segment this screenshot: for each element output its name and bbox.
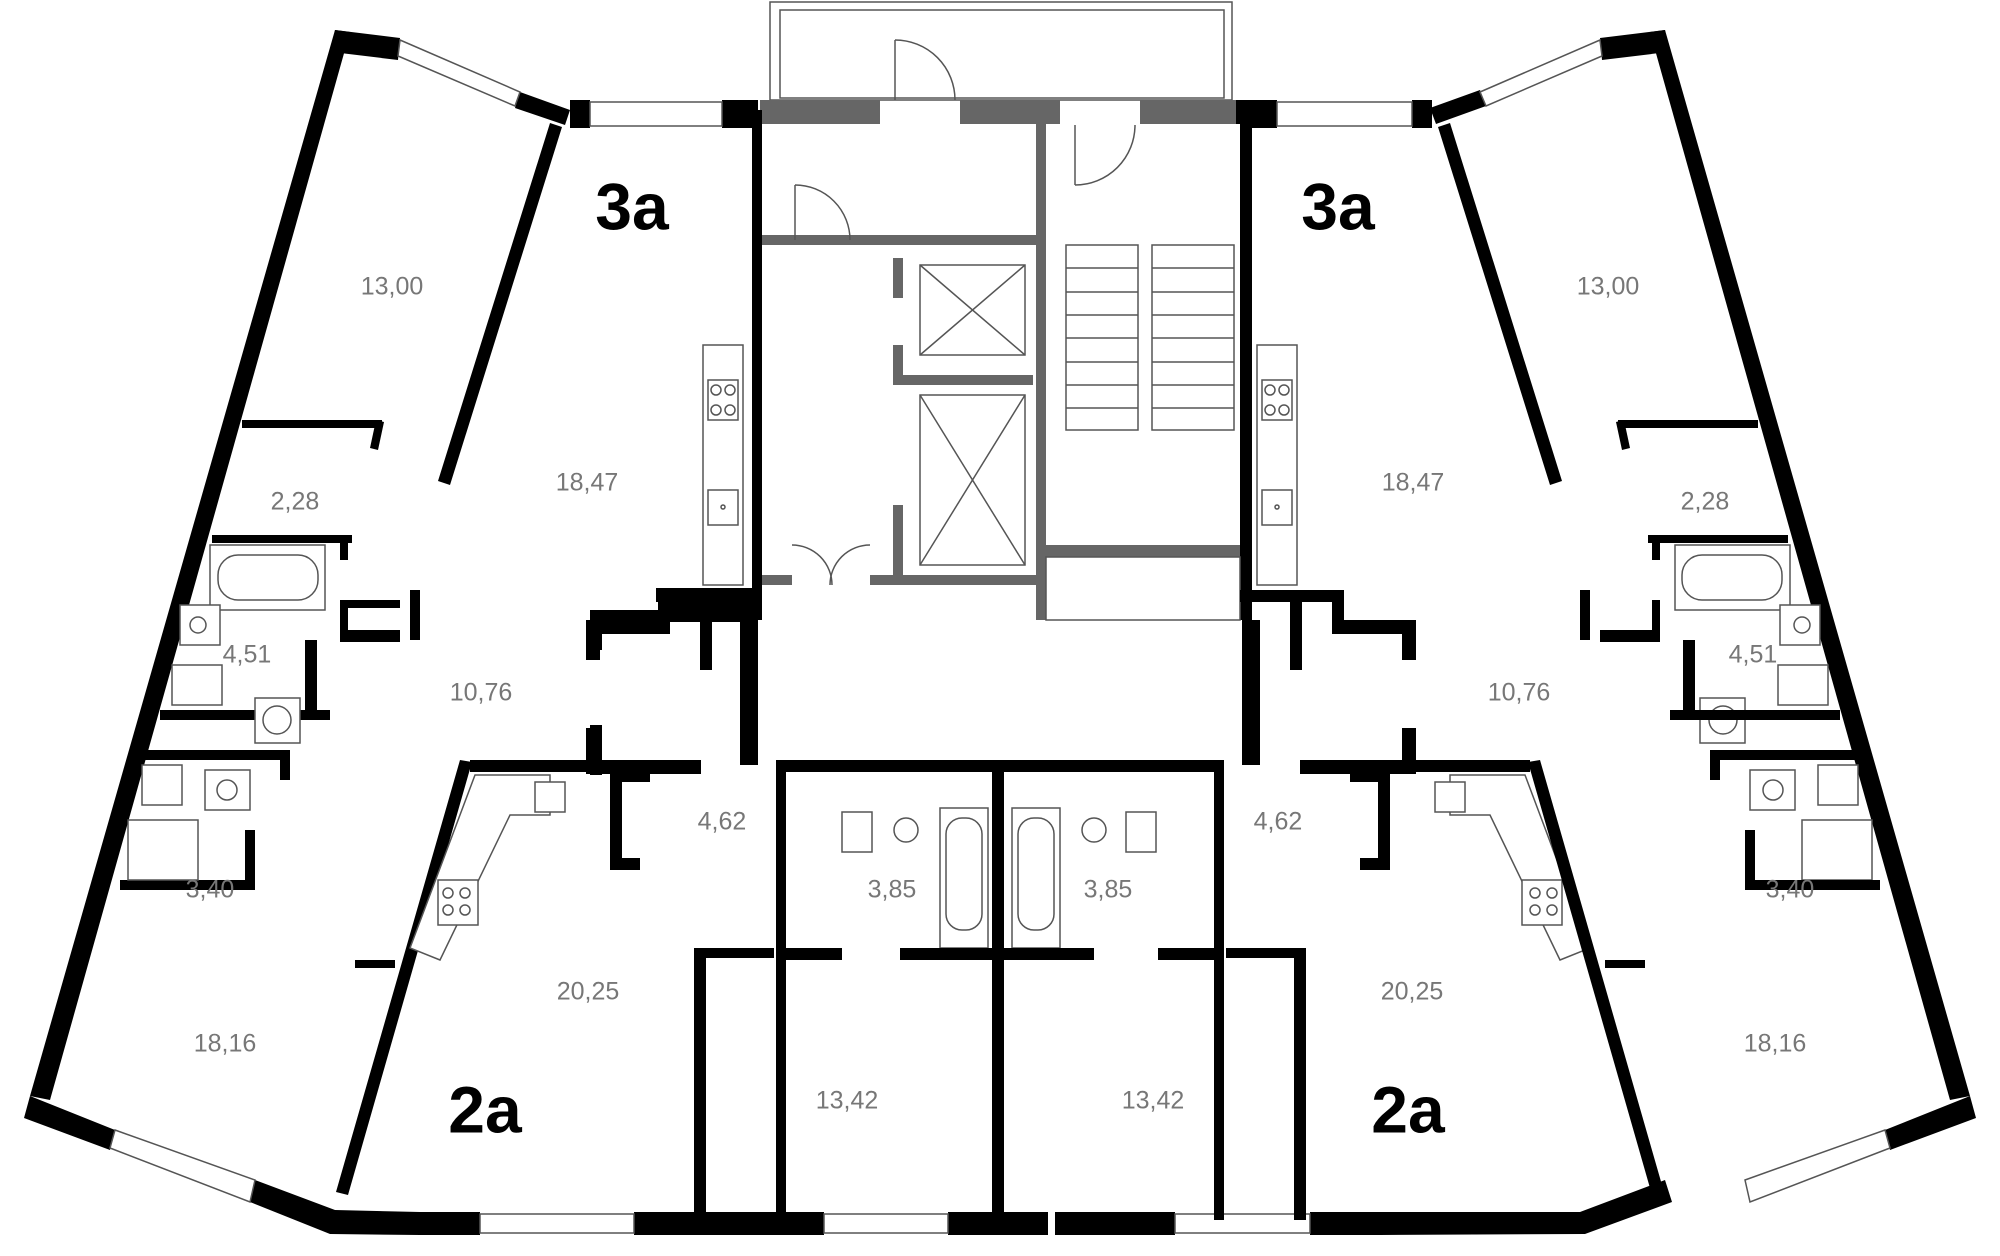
apartment-label-left-3a: 3а	[595, 169, 670, 243]
area-left-13-00: 13,00	[361, 273, 424, 301]
area-right-3-85: 3,85	[1084, 876, 1133, 904]
right-3a-walls	[1350, 123, 1880, 968]
left-bathroom	[127, 544, 326, 881]
area-left-4-62: 4,62	[698, 808, 747, 836]
area-right-20-25: 20,25	[1381, 978, 1444, 1006]
area-left-4-51: 4,51	[223, 641, 272, 669]
area-left-18-47: 18,47	[556, 469, 619, 497]
area-right-13-42: 13,42	[1122, 1087, 1185, 1115]
central-core	[752, 1, 1252, 621]
apartment-label-left-2a: 2а	[448, 1072, 523, 1146]
room-areas: 13,00 18,47 2,28 4,51 10,76 3,40 18,16 4…	[186, 273, 1815, 1115]
exterior-walls	[24, 30, 1976, 1235]
area-left-3-85: 3,85	[868, 876, 917, 904]
apartment-label-right-2a: 2а	[1371, 1072, 1446, 1146]
area-left-2-28: 2,28	[271, 488, 320, 516]
apartment-label-right-3a: 3а	[1301, 169, 1376, 243]
area-left-18-16: 18,16	[194, 1030, 257, 1058]
stairs	[1065, 244, 1235, 431]
bottom-walls	[694, 760, 1664, 1220]
apartment-labels: 3а 3а 2а 2а	[448, 169, 1446, 1146]
area-right-13-00: 13,00	[1577, 273, 1640, 301]
area-left-13-42: 13,42	[816, 1087, 879, 1115]
area-right-4-62: 4,62	[1254, 808, 1303, 836]
area-right-18-16: 18,16	[1744, 1030, 1807, 1058]
center-bathrooms	[841, 807, 1157, 949]
area-right-10-76: 10,76	[1488, 679, 1551, 707]
area-left-10-76: 10,76	[450, 679, 513, 707]
left-3a-kitchen	[702, 344, 744, 586]
area-right-4-51: 4,51	[1729, 641, 1778, 669]
left-3a-walls	[120, 123, 760, 1195]
area-right-18-47: 18,47	[1382, 469, 1445, 497]
right-3a-kitchen	[1256, 344, 1298, 586]
windows	[109, 38, 1891, 1234]
area-left-3-40: 3,40	[186, 876, 235, 904]
area-right-3-40: 3,40	[1766, 876, 1815, 904]
area-right-2-28: 2,28	[1681, 488, 1730, 516]
area-left-20-25: 20,25	[557, 978, 620, 1006]
right-bathroom	[1674, 544, 1873, 881]
